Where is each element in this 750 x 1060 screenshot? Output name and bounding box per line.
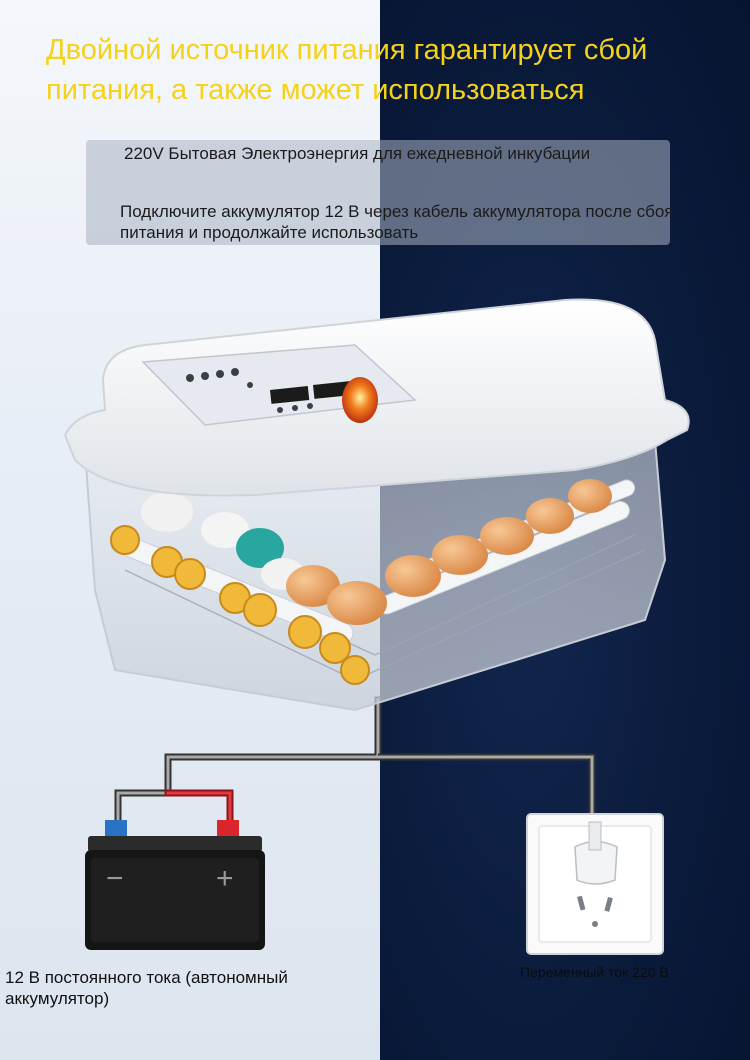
car-battery-illustration [85, 820, 265, 950]
socket-holes [577, 895, 613, 927]
socket-cable [378, 753, 596, 835]
negative-terminal [105, 820, 127, 838]
info-box [86, 140, 670, 245]
battery-minus-label: − [106, 862, 124, 895]
display-screen [270, 386, 310, 404]
incubator-illustration [63, 298, 690, 712]
eggs [141, 479, 612, 625]
wall-socket-illustration [526, 813, 664, 955]
battery-caption: 12 В постоянного тока (автономный аккуму… [5, 968, 288, 1008]
battery-cable [114, 696, 382, 834]
info-household-power-text: 220V Бытовая Электроэнергия для ежедневн… [124, 144, 591, 163]
info-battery-text: Подключите аккумулятор 12 В через кабель… [120, 202, 674, 242]
positive-terminal [217, 820, 239, 838]
socket-caption: Переменный ток 220 В [520, 964, 669, 980]
panel-buttons [186, 368, 313, 413]
display-screen [313, 381, 353, 399]
battery-plus-label: + [216, 862, 234, 895]
turner-gears [110, 525, 370, 685]
candling-egg-light [342, 377, 378, 423]
headline: Двойной источник питания гарантирует сбо… [46, 34, 648, 106]
transparent-base [83, 438, 667, 712]
